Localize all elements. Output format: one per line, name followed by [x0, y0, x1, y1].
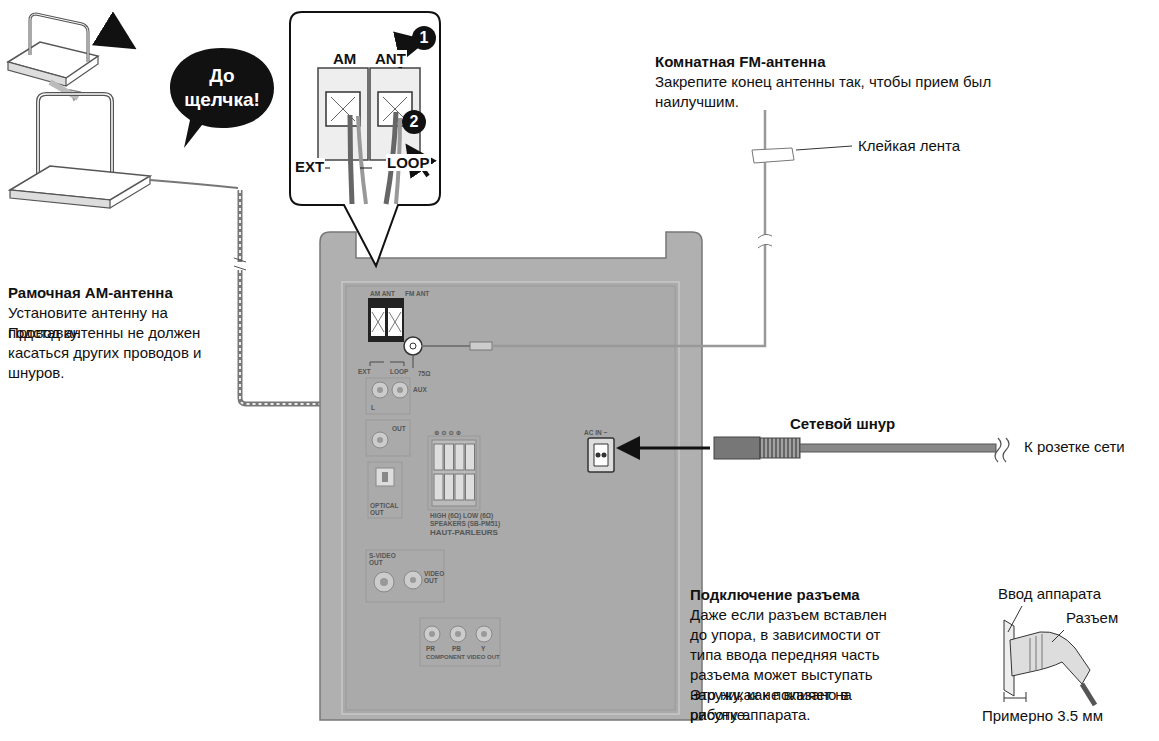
terminal-label: AM [332, 50, 357, 67]
terminal-label: LOOP [386, 154, 431, 171]
panel-marking: AM ANT [370, 290, 395, 297]
panel-marking: FM ANT [405, 290, 429, 297]
panel-marking: PB [452, 645, 461, 652]
bubble-text: До щелчка! [172, 50, 272, 112]
panel-marking: LOOP [390, 368, 408, 375]
panel-marking: Y [481, 645, 485, 652]
note-text: Разъем [1066, 608, 1118, 628]
note-text: Закрепите конец антенны так, чтобы прием… [655, 72, 1000, 112]
note-text: Ввод аппарата [998, 584, 1101, 604]
panel-marking: AUX [413, 386, 427, 393]
panel-marking: COMPONENT VIDEO OUT [426, 654, 500, 661]
panel-marking: S-VIDEO OUT [369, 552, 399, 566]
panel-marking: VIDEO OUT [424, 570, 446, 584]
panel-marking: HAUT-PARLEURS [430, 528, 498, 537]
note-text: Это никак не влияет на работу аппарата. [690, 685, 900, 725]
callout-number: 2 [402, 110, 426, 134]
panel-marking: L [371, 404, 375, 411]
panel-marking: OUT [392, 425, 406, 432]
panel-marking: AC IN ~ [584, 429, 607, 436]
rear-panel: AM ANT FM ANT EXT LOOP 75Ω AUX L OUT OPTICAL OUT… [320, 215, 702, 720]
note-text: К розетке сети [1024, 437, 1125, 457]
callout-number: 1 [412, 26, 436, 50]
heading: Комнатная FM-антенна [655, 52, 826, 72]
note-text: Провод антенны не должен касаться других… [8, 323, 208, 383]
panel-marking: SPEAKERS (SB-PM51) [430, 520, 500, 527]
panel-marking: EXT [358, 368, 371, 375]
panel-marking: OPTICAL OUT [370, 502, 400, 516]
panel-marking: 75Ω [418, 370, 430, 377]
heading: Подключение разъема [690, 585, 860, 605]
terminal-inset: AM ANT EXT LOOP 1 2 [290, 12, 440, 205]
terminal-label: ANT [374, 50, 407, 67]
terminal-label: EXT [294, 158, 325, 175]
callout-number: 1 [412, 26, 436, 50]
panel-marking: ⊕ ⊖ ⊖ ⊕ [434, 429, 461, 436]
panel-marking: HIGH (6Ω) LOW (6Ω) [430, 512, 493, 519]
speech-bubble: До щелчка! [172, 50, 272, 126]
note-text: Клейкая лента [858, 136, 960, 156]
heading: Рамочная AM-антенна [8, 283, 173, 303]
panel-marking: PR [426, 645, 435, 652]
heading: Сетевой шнур [790, 414, 895, 434]
callout-number: 2 [402, 110, 426, 134]
note-text: Примерно 3.5 мм [982, 706, 1103, 726]
